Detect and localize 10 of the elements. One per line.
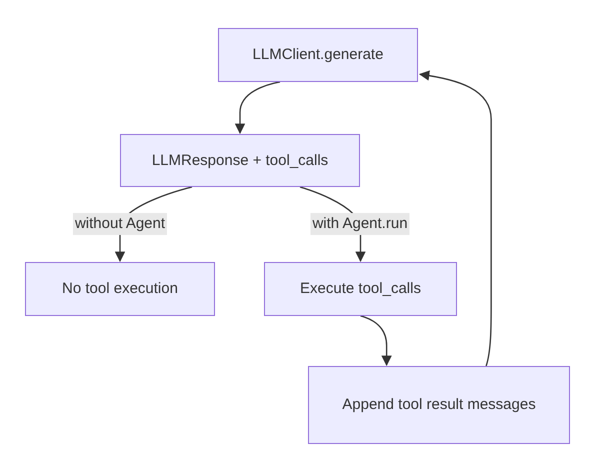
process-box: LLMResponse + tool_calls	[120, 134, 360, 187]
edge-label: without Agent	[72, 213, 168, 235]
edge-label: with Agent.run	[310, 213, 410, 235]
arrow	[360, 315, 392, 366]
arrow	[418, 70, 492, 366]
arrow	[234, 81, 280, 134]
process-box: Append tool result messages	[308, 366, 570, 444]
process-box: No tool execution	[25, 262, 215, 316]
process-box: Execute tool_calls	[264, 262, 457, 316]
process-box: LLMClient.generate	[218, 28, 418, 82]
